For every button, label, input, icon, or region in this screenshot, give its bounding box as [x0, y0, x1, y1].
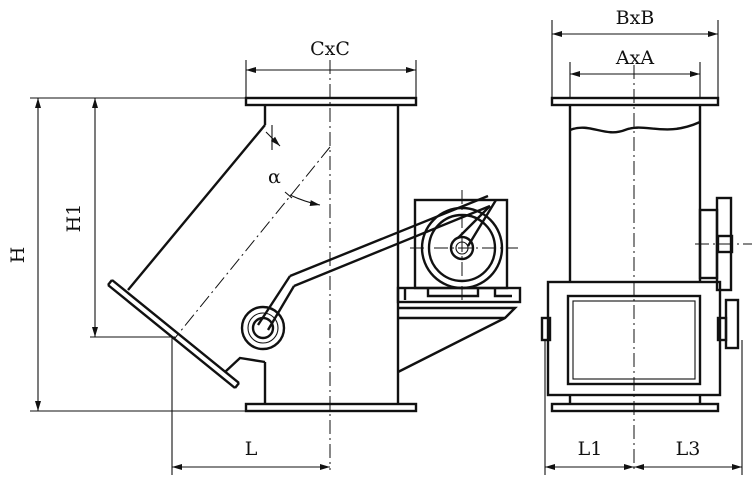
dim-bxb-label: BxB [616, 7, 655, 29]
dim-axa [569, 62, 701, 98]
dim-h [30, 97, 246, 412]
bottom-flange [244, 402, 418, 413]
dim-bxb [551, 20, 719, 98]
branch-chute [107, 124, 266, 389]
dim-l1-l3 [544, 340, 743, 475]
support-bracket [397, 306, 518, 374]
side-top-flange [550, 96, 720, 107]
front-view: α [7, 38, 522, 475]
side-bottom-flange [550, 402, 720, 413]
gate-pivot [240, 305, 286, 351]
angle-label: α [268, 166, 281, 188]
angle-marker [265, 125, 321, 206]
actuator-housing [396, 190, 522, 304]
dim-axa-label: AxA [615, 47, 654, 69]
dim-l-label: L [245, 438, 258, 460]
dim-l [171, 337, 330, 475]
side-view: BxB AxA L1 L3 [540, 7, 752, 475]
dim-l3-label: L3 [676, 438, 701, 460]
dim-cxc-label: CxC [310, 38, 350, 60]
dim-l1-label: L1 [578, 438, 603, 460]
top-flange [244, 96, 418, 107]
dim-h-label: H [7, 247, 29, 264]
dim-cxc [245, 60, 417, 98]
dim-h1-label: H1 [63, 204, 85, 233]
dim-h1 [90, 98, 175, 338]
